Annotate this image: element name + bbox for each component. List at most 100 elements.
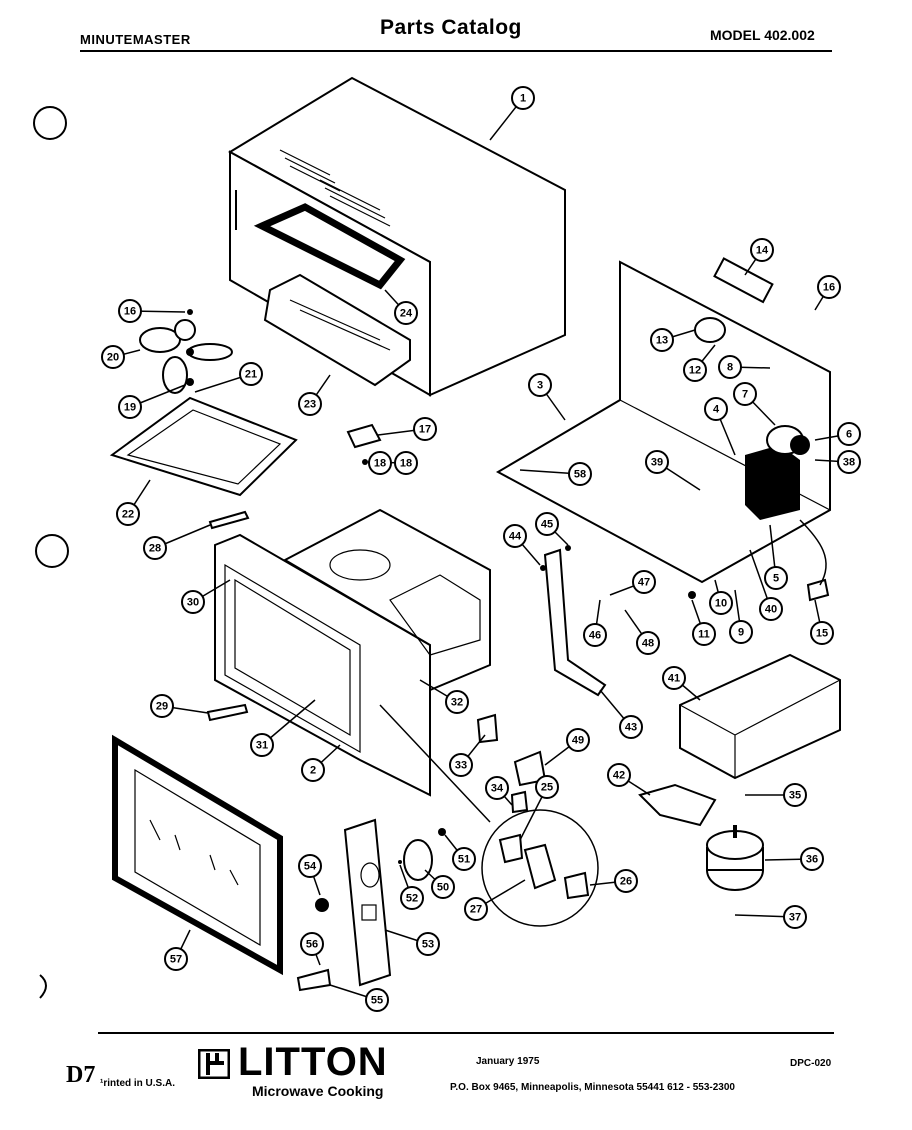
part-number-label: 31 [256, 740, 268, 752]
part-callout: 55 [365, 988, 389, 1012]
part-number-label: 18 [400, 458, 412, 470]
fan-base-plate-drawing [109, 396, 298, 497]
bracket-28-drawing [208, 510, 250, 530]
switch-26-drawing [563, 871, 590, 900]
part-number-label: 29 [156, 701, 168, 713]
part-callout: 24 [394, 301, 418, 325]
part-number-label: 20 [107, 352, 119, 364]
part-number-label: 46 [589, 630, 601, 642]
part-callout: 27 [464, 897, 488, 921]
part-number-label: 7 [742, 389, 748, 401]
part-number-label: 26 [620, 876, 632, 888]
part-callout: 42 [607, 763, 631, 787]
part-number-label: 52 [406, 893, 418, 905]
printed-in-usa: ¹rinted in U.S.A. [100, 1078, 175, 1089]
part-number-label: 23 [304, 399, 316, 411]
part-callout: 4 [704, 397, 728, 421]
logo-name: LITTON [238, 1040, 388, 1084]
part-number-label: 30 [187, 597, 199, 609]
part-number-label: 15 [816, 628, 828, 640]
part-callout: 49 [566, 728, 590, 752]
part-callout: 39 [645, 450, 669, 474]
part-number-label: 48 [642, 638, 654, 650]
part-callout: 45 [535, 512, 559, 536]
part-number-label: 5 [773, 573, 779, 585]
part-number-label: 53 [422, 939, 434, 951]
switch-34-drawing [510, 790, 529, 814]
part-callout: 21 [239, 362, 263, 386]
part-number-label: 6 [846, 429, 852, 441]
part-number-label: 25 [541, 782, 553, 794]
part-callout: 48 [636, 631, 660, 655]
part-number-label: 27 [470, 904, 482, 916]
part-number-label: 38 [843, 457, 855, 469]
part-number-label: 8 [727, 362, 733, 374]
actuator-25-drawing [498, 833, 524, 864]
door-assembly-drawing [112, 734, 283, 976]
part-number-label: 17 [419, 424, 431, 436]
part-number-label: 22 [122, 509, 134, 521]
part-callout: 52 [400, 886, 424, 910]
publication-date: January 1975 [476, 1056, 540, 1067]
transformer-drawing [745, 445, 800, 520]
part-number-label: 12 [689, 365, 701, 377]
part-callout: 51 [452, 847, 476, 871]
bracket-42-drawing [638, 783, 717, 827]
part-number-label: 16 [124, 306, 136, 318]
part-callout: 25 [535, 775, 559, 799]
part-number-label: 56 [306, 939, 318, 951]
part-callout: 44 [503, 524, 527, 548]
part-number-label: 33 [455, 760, 467, 772]
header-rule [80, 50, 832, 52]
wire-cord [799, 519, 827, 586]
part-number-label: 57 [170, 954, 182, 966]
part-callout: 32 [445, 690, 469, 714]
part-number-label: 55 [371, 995, 383, 1007]
turntable-drawing [403, 839, 433, 881]
part-number-label: 54 [304, 861, 317, 873]
bracket-drawing [543, 548, 607, 697]
part-number-label: 40 [765, 604, 777, 616]
air-duct-drawing [263, 273, 411, 387]
part-callout: 15 [810, 621, 834, 645]
part-number-label: 35 [789, 790, 801, 802]
part-number-label: 28 [149, 543, 161, 555]
part-callout: 22 [116, 502, 140, 526]
part-number-label: 45 [541, 519, 553, 531]
part-callout: 16 [118, 299, 142, 323]
document-code: DPC-020 [790, 1058, 832, 1069]
part-number-label: 47 [638, 577, 650, 589]
part-callout: 23 [298, 392, 322, 416]
part-callout: 57 [164, 947, 188, 971]
part-callout: 28 [143, 536, 167, 560]
lever-27-drawing [523, 843, 557, 890]
part-callout: 1 [511, 86, 535, 110]
part-number-label: 24 [400, 308, 413, 320]
part-number-label: 32 [451, 697, 463, 709]
part-number-label: 41 [668, 673, 680, 685]
part-callout: 17 [413, 417, 437, 441]
part-number-label: 14 [756, 245, 769, 257]
latch-55-drawing [296, 968, 332, 992]
part-number-label: 43 [625, 722, 637, 734]
part-number-label: 11 [698, 629, 710, 641]
part-number-label: 4 [713, 404, 720, 416]
part-callout: 8 [718, 355, 742, 379]
part-number-label: 42 [613, 770, 625, 782]
switch-33-drawing [476, 713, 499, 744]
part-callout: 7 [733, 382, 757, 406]
part-callout: 29 [150, 694, 174, 718]
inset-detail-circle [481, 809, 599, 927]
control-panel-drawing [343, 818, 392, 987]
part-callout: 13 [650, 328, 674, 352]
part-callout: 26 [614, 869, 638, 893]
part-number-label: 9 [738, 627, 744, 639]
model-number: MODEL 402.002 [710, 27, 815, 43]
part-callout: 2 [301, 758, 325, 782]
part-callout: 40 [759, 597, 783, 621]
part-callout: 36 [800, 847, 824, 871]
part-callout: 31 [250, 733, 274, 757]
part-callout: 18 [368, 451, 392, 475]
part-callout: 35 [783, 783, 807, 807]
part-number-label: 37 [789, 912, 801, 924]
